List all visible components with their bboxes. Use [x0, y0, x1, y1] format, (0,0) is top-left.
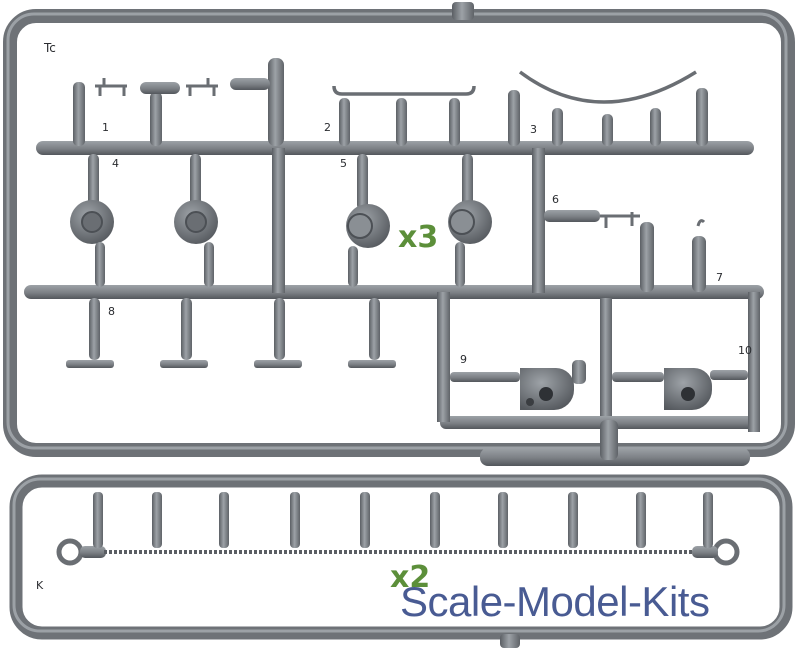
cable-part	[56, 492, 740, 566]
part-number-6: 6	[552, 193, 559, 206]
part-7-hook	[692, 219, 706, 292]
part-number-5: 5	[340, 157, 347, 170]
sprue-code-top: Tc	[44, 41, 56, 55]
part-number-7: 7	[716, 271, 723, 284]
part-5-discs	[346, 154, 492, 287]
part-9-housing	[450, 360, 586, 410]
sprue-frame-bottom	[9, 474, 793, 648]
part-number-9: 9	[460, 353, 467, 366]
part-3-arc	[508, 70, 708, 146]
part-2-rail	[332, 85, 476, 146]
watermark-text: Scale-Model-Kits	[400, 578, 710, 625]
part-10-housing	[612, 368, 748, 410]
part-number-1: 1	[102, 121, 109, 134]
part-8-tees	[66, 298, 396, 368]
part-4-discs	[70, 154, 218, 287]
part-number-8: 8	[108, 305, 115, 318]
multiplier-top: x3	[398, 220, 439, 255]
sprue-code-bottom: K	[36, 579, 44, 592]
multiplier-bottom: x2	[390, 560, 431, 595]
part-number-3: 3	[530, 123, 537, 136]
sprue-frame-top	[3, 2, 795, 466]
part-number-4: 4	[112, 157, 119, 170]
part-number-2: 2	[324, 121, 331, 134]
part-1-rods	[73, 58, 284, 146]
part-number-10: 10	[738, 344, 752, 357]
cable-attachment-stubs	[93, 492, 713, 548]
part-6-bracket	[544, 210, 654, 292]
